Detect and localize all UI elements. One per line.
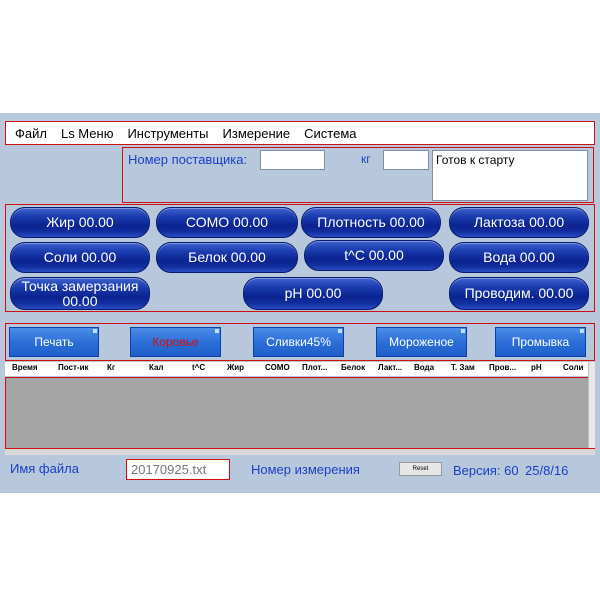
ph-button[interactable]: pH 00.00 [243,277,383,310]
print-button[interactable]: Печать [9,327,99,357]
col-density[interactable]: Плот... [302,363,328,372]
status-text: Готов к старту [432,150,588,201]
table-header: Время Пост-ик Кг Кал t^C Жир СОМО Плот..… [5,362,588,376]
wash-label: Промывка [511,335,570,349]
menu-ls[interactable]: Ls Меню [60,125,114,141]
version-date: 25/8/16 [525,463,569,478]
col-lactose[interactable]: Лакт... [378,363,403,372]
water-button[interactable]: Вода 00.00 [449,242,589,273]
col-salts[interactable]: Соли [563,363,584,372]
corner-mark [580,329,584,333]
corner-mark [215,329,219,333]
corner-mark [461,329,465,333]
file-name-label: Имя файла [10,461,79,476]
cow-milk-label: Коровье [152,335,199,349]
col-somo[interactable]: СОМО [265,363,290,372]
horizontal-scrollbar[interactable] [5,449,595,455]
col-conductivity[interactable]: Пров... [489,363,517,372]
menu-bar: Файл Ls Меню Инструменты Измерение Систе… [5,121,595,145]
freezing-point-button[interactable]: Точка замерзания 00.00 [10,277,150,310]
temperature-button[interactable]: t^C 00.00 [304,240,444,271]
measurement-panel [5,204,595,312]
wash-button[interactable]: Промывка [495,327,586,357]
vertical-scrollbar[interactable] [588,362,595,448]
kg-label: кг [361,152,371,166]
cow-milk-button[interactable]: Коровье [130,327,221,357]
corner-mark [338,329,342,333]
menu-system[interactable]: Система [304,125,357,141]
col-ph[interactable]: pH [531,363,542,372]
menu-measurement[interactable]: Измерение [222,125,291,141]
kg-input[interactable] [383,150,429,170]
density-button[interactable]: Плотность 00.00 [301,207,441,238]
somo-button[interactable]: СОМО 00.00 [156,207,298,238]
supplier-input[interactable] [260,150,325,170]
conductivity-button[interactable]: Проводим. 00.00 [449,277,589,310]
col-protein[interactable]: Белок [341,363,366,372]
version-label: Версия: 60 [453,463,519,478]
col-freezing[interactable]: Т. Зам [451,363,475,372]
print-label: Печать [34,335,74,349]
col-time[interactable]: Время [12,363,38,372]
menu-tools[interactable]: Инструменты [127,125,209,141]
measurement-number-label: Номер измерения [251,462,360,477]
salts-button[interactable]: Соли 00.00 [10,242,150,273]
fat-button[interactable]: Жир 00.00 [10,207,150,238]
col-kg[interactable]: Кг [107,363,116,372]
corner-mark [93,329,97,333]
cream45-label: Сливки45% [266,335,331,349]
col-fat[interactable]: Жир [227,363,245,372]
col-cal[interactable]: Кал [149,363,164,372]
file-name-value: 20170925.txt [131,462,207,477]
protein-button[interactable]: Белок 00.00 [156,242,298,273]
menu-file[interactable]: Файл [15,125,47,141]
file-name-field[interactable]: 20170925.txt [126,459,230,480]
ice-cream-button[interactable]: Мороженое [376,327,467,357]
freezing-point-value: 00.00 [62,292,98,309]
supplier-panel [122,147,594,203]
supplier-label: Номер поставщика: [128,152,248,167]
action-panel [5,323,595,361]
lactose-button[interactable]: Лактоза 00.00 [449,207,589,238]
reset-button[interactable]: Reset [399,462,442,476]
col-temp[interactable]: t^C [192,363,206,372]
cream45-button[interactable]: Сливки45% [253,327,344,357]
results-table-body [5,377,595,449]
ice-cream-label: Мороженое [389,335,454,349]
freezing-point-label: Точка замерзания [21,277,139,294]
col-supplier[interactable]: Пост-ик [58,363,89,372]
col-water[interactable]: Вода [414,363,435,372]
